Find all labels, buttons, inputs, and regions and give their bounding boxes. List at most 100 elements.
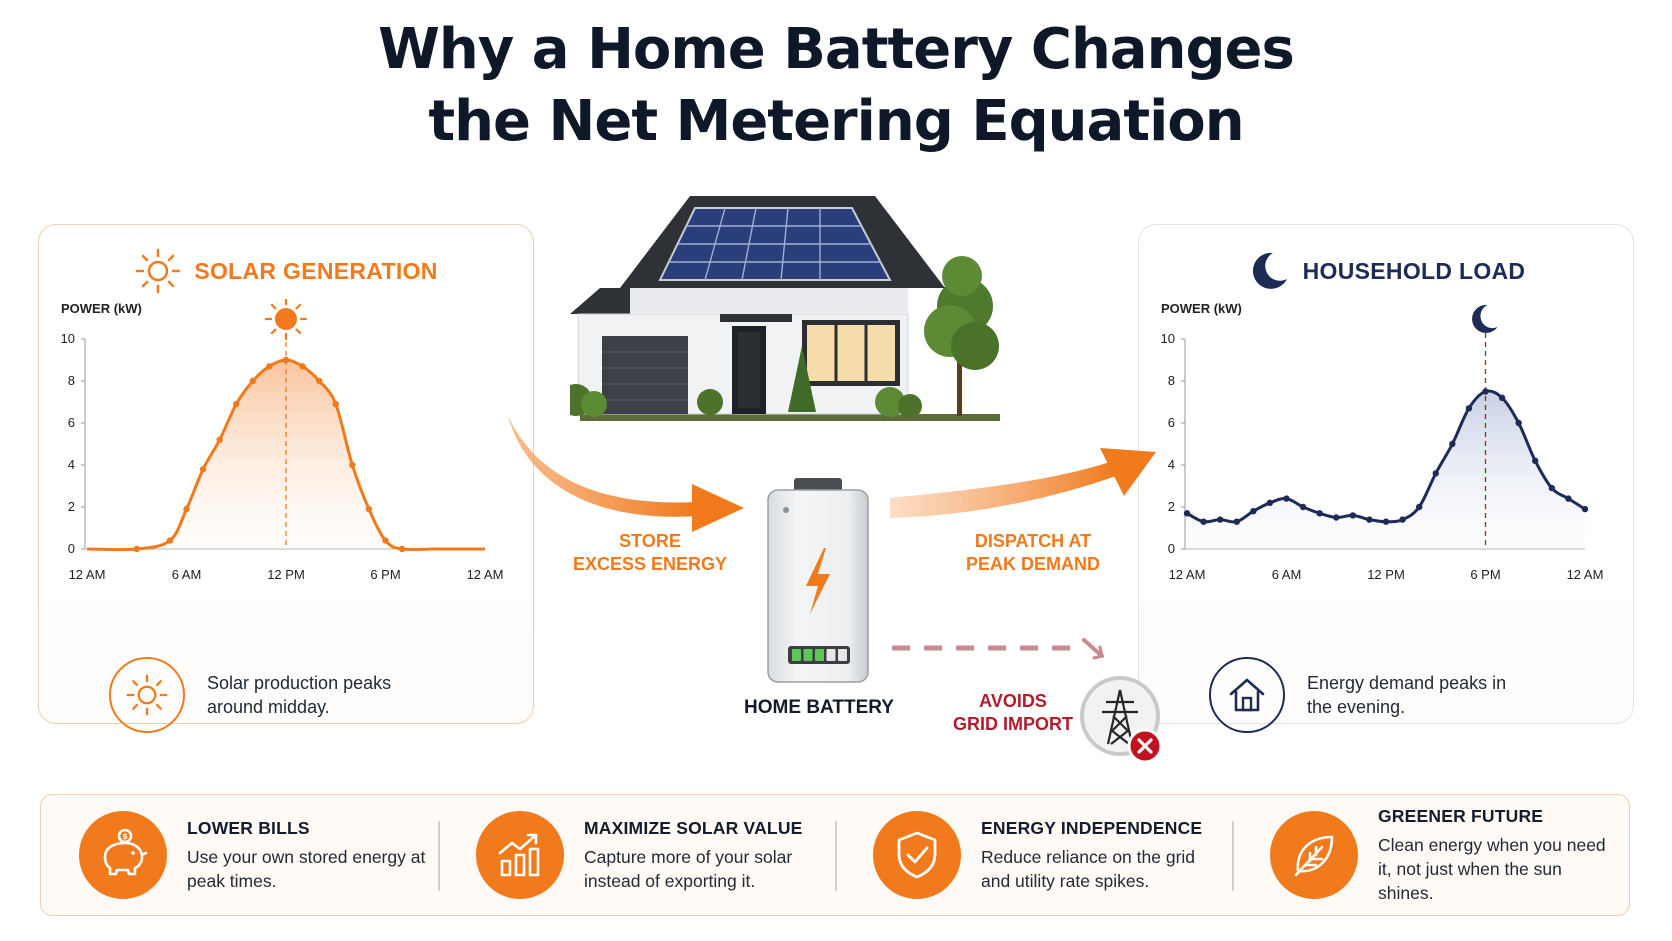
data-point (299, 363, 306, 370)
data-point (1432, 470, 1439, 477)
data-point (1183, 510, 1191, 517)
data-point (166, 537, 174, 544)
data-point (1465, 405, 1473, 412)
data-point (1333, 514, 1340, 521)
data-point (1250, 508, 1257, 515)
sun-icon (136, 248, 181, 294)
load-note-icon-circle (1209, 657, 1285, 733)
store-label-text: STORE EXCESS ENERGY (572, 531, 728, 574)
data-point (1382, 518, 1390, 525)
store-energy-arrow (508, 416, 744, 532)
benefit-title: MAXIMIZE SOLAR VALUE (584, 817, 803, 838)
data-point (216, 436, 223, 443)
benefit-maximize-solar-value: MAXIMIZE SOLAR VALUE Capture more of you… (438, 795, 835, 915)
rooftop-solar-panels (658, 207, 892, 281)
lightning-bolt-icon (806, 548, 830, 614)
y-tick-label: 2 (1168, 499, 1175, 514)
data-point (1233, 518, 1240, 525)
x-tick-label: 12 PM (267, 567, 305, 582)
x-tick-label: 6 AM (172, 567, 202, 582)
title-line-1: Why a Home Battery Changes (378, 17, 1295, 82)
data-point (1532, 457, 1539, 464)
data-point (365, 505, 373, 513)
benefit-lower-bills: $ LOWER BILLS Use your own stored energy… (41, 795, 438, 915)
solar-note: Solar production peaks around midday. (109, 657, 407, 733)
solar-note-text: Solar production peaks around midday. (207, 673, 392, 717)
y-tick-label: 10 (1161, 331, 1175, 346)
data-point (1266, 499, 1274, 506)
battery-cell (838, 649, 847, 661)
avoids-grid-import-label: AVOIDS GRID IMPORT (948, 690, 1078, 736)
dispatch-peak-demand-label: DISPATCH AT PEAK DEMAND (948, 530, 1118, 576)
piggy-bank-icon: $ (79, 811, 167, 899)
data-point (249, 377, 257, 385)
peak-moon-icon (1472, 304, 1498, 333)
x-tick-label: 6 PM (370, 567, 400, 582)
x-tick-label: 6 AM (1272, 567, 1302, 582)
battery-cell (826, 649, 836, 661)
page-title: Why a Home Battery Changes the Net Meter… (0, 14, 1672, 158)
lawn (580, 414, 1000, 421)
load-note-text: Energy demand peaks in the evening. (1307, 673, 1507, 717)
store-excess-energy-label: STORE EXCESS ENERGY (560, 530, 740, 576)
benefit-title: GREENER FUTURE (1378, 805, 1544, 826)
shield-check-icon (873, 811, 961, 899)
load-panel-header: HOUSEHOLD LOAD (1139, 243, 1633, 299)
data-point (1581, 505, 1589, 513)
data-point (1216, 516, 1224, 523)
y-tick-label: 0 (68, 541, 75, 556)
home-battery-illustration (767, 478, 869, 683)
y-tick-label: 0 (1168, 541, 1175, 556)
x-tick-label: 12 AM (69, 567, 106, 582)
title-line-2: the Net Metering Equation (428, 89, 1244, 154)
grid-import-dashed-arrow (892, 638, 1104, 660)
garage-door (602, 336, 688, 414)
data-point (1399, 516, 1406, 523)
data-point (1349, 512, 1357, 519)
battery-cell (792, 649, 801, 661)
y-tick-label: 8 (1168, 373, 1175, 388)
benefit-greener-future: GREENER FUTURE Clean energy when you nee… (1232, 795, 1629, 915)
data-point (1515, 419, 1522, 427)
dispatch-energy-arrow (890, 448, 1156, 518)
solar-panel-header: SOLAR GENERATION (39, 243, 533, 299)
leaf-icon (1270, 811, 1358, 899)
house-illustration (570, 196, 1000, 421)
benefit-desc: Capture more of your solar instead of ex… (584, 846, 793, 891)
benefit-desc: Clean energy when you need it, not just … (1378, 834, 1606, 903)
y-tick-label: 4 (68, 457, 75, 472)
data-point (199, 466, 207, 473)
svg-text:$: $ (122, 832, 128, 841)
sun-icon (126, 674, 168, 716)
data-point (282, 356, 290, 364)
data-point (349, 461, 356, 469)
series-area (1187, 390, 1585, 549)
y-tick-label: 8 (68, 373, 75, 388)
data-point (1548, 484, 1556, 492)
transmission-tower-icon (1102, 689, 1138, 745)
moon-icon (1252, 252, 1287, 289)
data-point (1482, 388, 1489, 395)
x-tick-label: 12 AM (467, 567, 504, 582)
house-icon (1229, 678, 1265, 712)
solar-panel-title: SOLAR GENERATION (194, 257, 438, 284)
x-tick-label: 12 AM (1169, 567, 1206, 582)
peak-sun-icon (264, 299, 308, 341)
data-point (1366, 516, 1373, 523)
data-point (1200, 518, 1207, 525)
dispatch-label-text: DISPATCH AT PEAK DEMAND (965, 531, 1100, 574)
data-point (1283, 495, 1290, 502)
benefit-title: ENERGY INDEPENDENCE (981, 817, 1203, 838)
solar-y-axis-label: POWER (kW) (61, 301, 142, 316)
y-tick-label: 6 (1168, 415, 1175, 430)
data-point (183, 505, 190, 513)
battery-cell (815, 649, 824, 661)
x-tick-label: 6 PM (1470, 567, 1500, 582)
data-point (398, 545, 406, 553)
data-point (233, 400, 240, 408)
y-tick-label: 4 (1168, 457, 1175, 472)
